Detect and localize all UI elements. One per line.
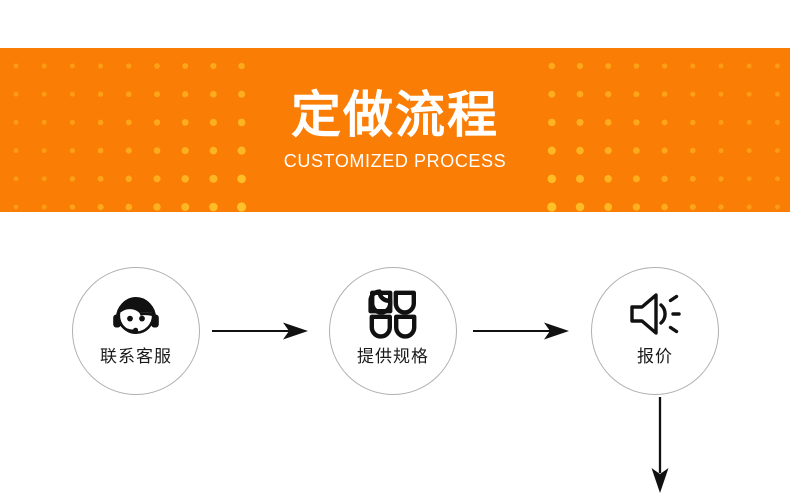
process-flow-diagram: 联系客服 — [0, 212, 790, 494]
arrow-right-2-icon — [473, 322, 569, 340]
page-subtitle: CUSTOMIZED PROCESS — [283, 151, 507, 171]
flow-step-label: 联系客服 — [100, 347, 172, 366]
flow-step-contact-service[interactable]: 联系客服 — [72, 267, 200, 395]
headset-support-icon — [108, 287, 164, 341]
arrow-right-1-icon — [212, 322, 308, 340]
section-header-banner: 定做流程 CUSTOMIZED PROCESS — [0, 48, 790, 212]
flow-step-provide-spec[interactable]: 提供规格 — [329, 267, 457, 395]
flow-step-quotation[interactable]: 报价 — [591, 267, 719, 395]
flow-step-label: 报价 — [637, 347, 673, 366]
banner-dot-pattern — [13, 62, 780, 212]
flow-step-label: 提供规格 — [357, 347, 429, 366]
arrow-down-icon — [651, 397, 669, 493]
page-title: 定做流程 — [291, 87, 499, 143]
speaker-sound-icon — [628, 287, 682, 341]
four-petal-clover-icon — [368, 287, 418, 341]
banner-text-block: 定做流程 CUSTOMIZED PROCESS — [0, 48, 790, 212]
